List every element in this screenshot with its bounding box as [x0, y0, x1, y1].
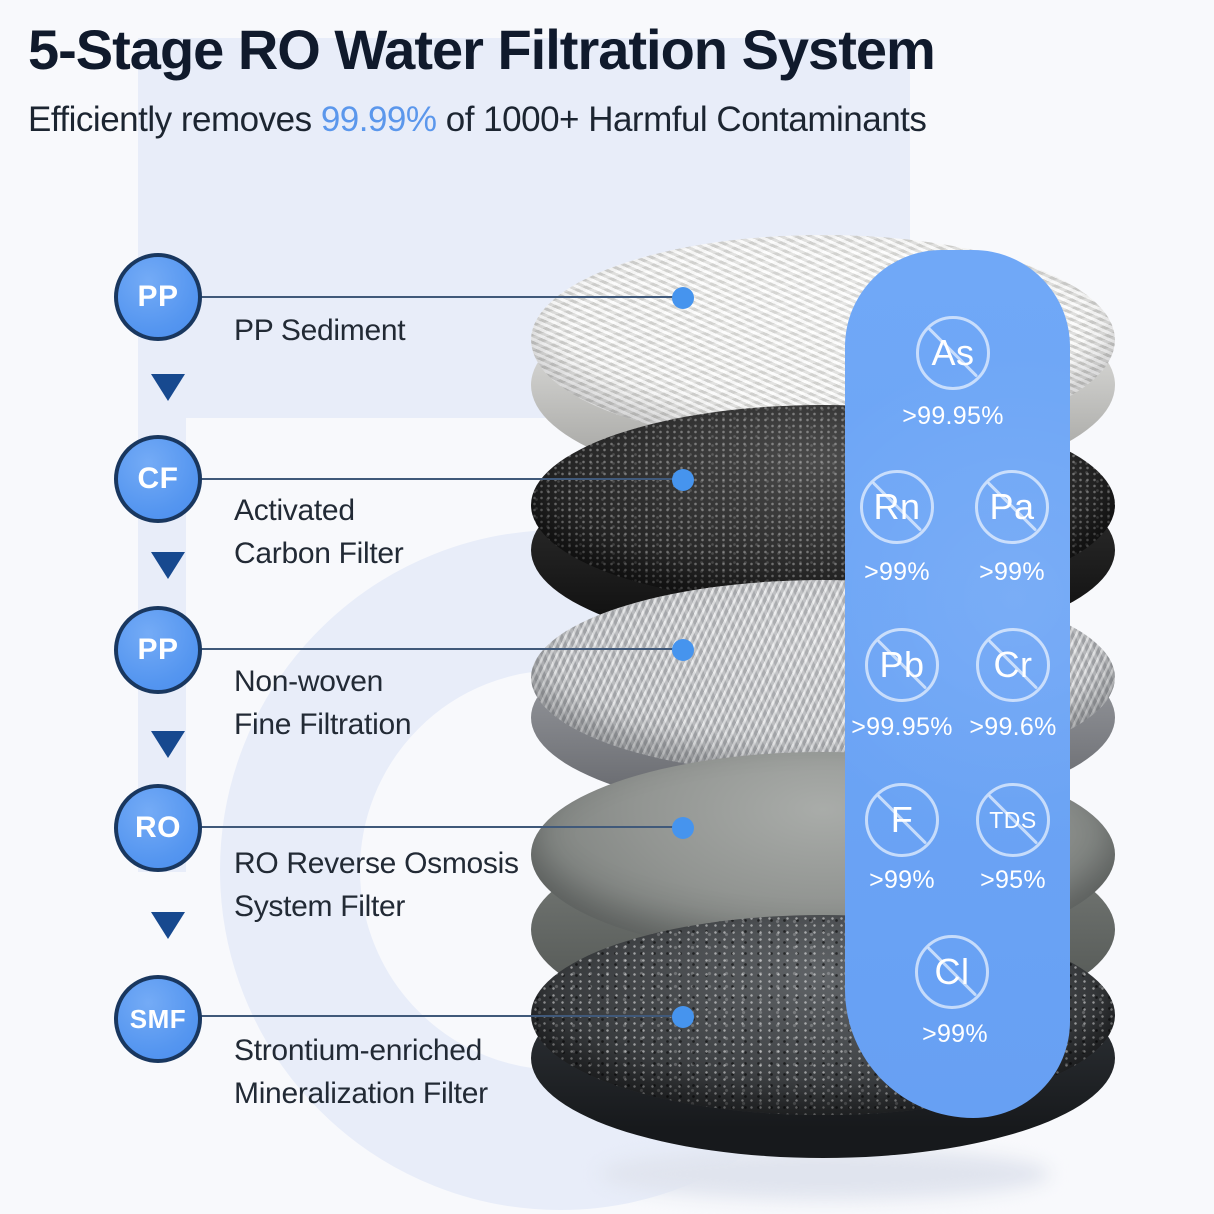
stage-badge-smf: SMF	[114, 975, 202, 1063]
no-radon-icon: Rn	[860, 470, 934, 544]
removal-rate: >99%	[864, 558, 930, 586]
page-subtitle: Efficiently removes 99.99% of 1000+ Harm…	[28, 100, 935, 140]
stage-badge-carbon-filter: CF	[114, 435, 202, 523]
header: 5-Stage RO Water Filtration System Effic…	[28, 18, 936, 140]
connector-dot	[672, 817, 694, 839]
stage-badge-non-woven: PP	[114, 606, 202, 694]
connector-line	[201, 826, 683, 828]
down-arrow-icon	[151, 374, 185, 401]
stage-label: Activated Carbon Filter	[234, 494, 404, 570]
no-fluoride-icon: F	[865, 783, 939, 857]
down-arrow-icon	[151, 731, 185, 758]
subtitle-accent: 99.99%	[320, 100, 437, 140]
down-arrow-icon	[151, 912, 185, 939]
stage-label: Strontium-enriched Mineralization Filter	[234, 1034, 488, 1110]
no-lead-icon: Pb	[865, 628, 939, 702]
no-arsenic-icon: As	[916, 316, 990, 390]
connector-line	[201, 1015, 683, 1017]
stage-badge-ro: RO	[114, 784, 202, 872]
subtitle-suffix: of 1000+ Harmful Contaminants	[436, 100, 927, 140]
connector-line	[201, 478, 683, 480]
removal-rate: >99.95%	[902, 402, 1004, 430]
no-tds-icon: TDS	[976, 783, 1050, 857]
page-title: 5-Stage RO Water Filtration System	[28, 18, 936, 81]
connector-dot	[672, 1006, 694, 1028]
stage-label: PP Sediment	[234, 314, 406, 347]
stage-label: Non-woven Fine Filtration	[234, 665, 412, 741]
subtitle-prefix: Efficiently removes	[28, 100, 321, 140]
connector-line	[201, 648, 683, 650]
removal-rate: >95%	[980, 866, 1046, 894]
connector-dot	[672, 469, 694, 491]
connector-line	[201, 296, 683, 298]
stage-badge-pp-sediment: PP	[114, 253, 202, 341]
no-chromium-icon: Cr	[976, 628, 1050, 702]
down-arrow-icon	[151, 552, 185, 579]
no-chlorine-icon: Cl	[915, 935, 989, 1009]
removal-rate: >99.6%	[969, 713, 1057, 741]
connector-dot	[672, 639, 694, 661]
removal-rate: >99.95%	[851, 713, 953, 741]
stage-label: RO Reverse Osmosis System Filter	[234, 847, 519, 923]
removal-rate: >99%	[979, 558, 1045, 586]
removal-rate: >99%	[869, 866, 935, 894]
connector-dot	[672, 287, 694, 309]
removal-rate: >99%	[922, 1020, 988, 1048]
no-protactinium-icon: Pa	[975, 470, 1049, 544]
removal-panel: As >99.95% Rn >99% Pa >99% Pb >99.95% Cr…	[845, 250, 1070, 1118]
